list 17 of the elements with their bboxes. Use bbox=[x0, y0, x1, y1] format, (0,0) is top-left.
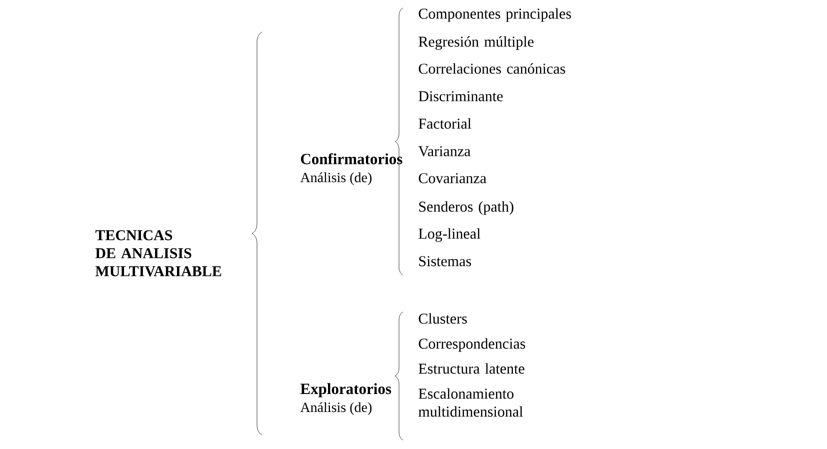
category-label: Confirmatorios Análisis (de) bbox=[300, 153, 402, 186]
technique-label: Covarianza bbox=[418, 173, 486, 184]
technique-label: Escalonamiento multidimensional bbox=[418, 388, 523, 417]
technique-label: Estructura latente bbox=[418, 363, 524, 374]
title-text: TECNICAS DE ANALISIS MULTIVARIABLE bbox=[95, 230, 222, 276]
technique-label: Componentes principales bbox=[418, 8, 571, 22]
technique-label: Correlaciones canónicas bbox=[418, 63, 566, 74]
technique-label: Varianza bbox=[418, 146, 470, 156]
technique-label: Sistemas bbox=[419, 256, 471, 266]
technique-label: Factorial bbox=[418, 118, 472, 129]
technique-label: Clusters bbox=[418, 313, 467, 324]
technique-label: Log-lineal bbox=[418, 228, 480, 242]
category-label: Exploratorios Análisis (de) bbox=[300, 383, 392, 415]
technique-label: Correspondencias bbox=[418, 338, 526, 352]
technique-label: Discriminante bbox=[418, 91, 503, 102]
technique-label: Senderos (path) bbox=[419, 201, 514, 215]
technique-label: Regresión múltiple bbox=[418, 36, 534, 50]
